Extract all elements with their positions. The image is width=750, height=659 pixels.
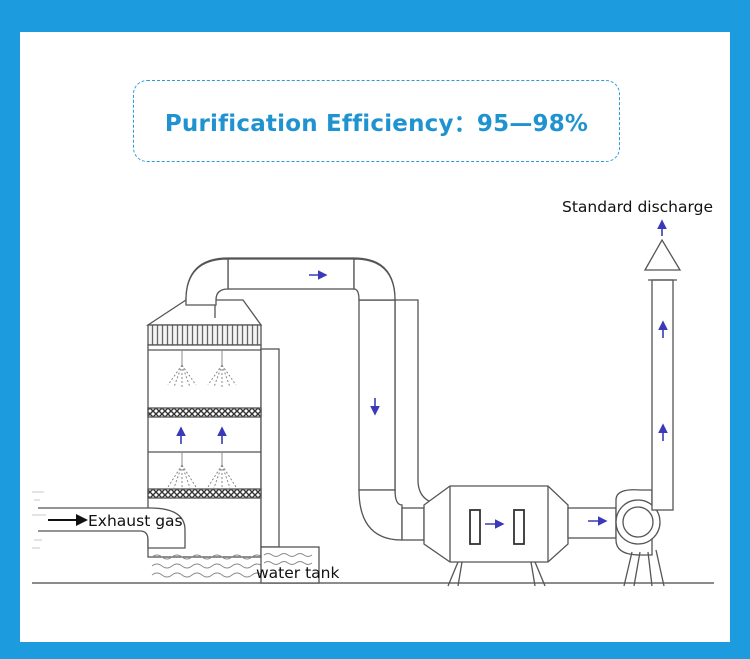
spray-nozzles-upper <box>167 350 237 388</box>
efficiency-value: 95—98% <box>476 111 589 137</box>
fan-unit <box>567 489 665 587</box>
efficiency-separator: ： <box>453 111 477 137</box>
fading-smoke <box>32 491 46 549</box>
tower-flow-arrows <box>176 426 227 444</box>
discharge-stack <box>643 238 682 511</box>
water-tank <box>260 546 320 584</box>
efficiency-label: Purification Efficiency <box>164 111 454 137</box>
water-tank-label: water tank <box>256 564 339 582</box>
spray-nozzles-lower <box>167 452 237 489</box>
standard-discharge-label: Standard discharge <box>562 198 713 216</box>
flow-arrows <box>309 219 668 529</box>
exhaust-gas-label: Exhaust gas <box>88 512 183 530</box>
efficiency-banner: Purification Efficiency：95—98% <box>133 80 620 162</box>
vertical-duct <box>358 299 403 541</box>
efficiency-title: Purification Efficiency：95—98% <box>165 104 588 138</box>
inlet-duct <box>38 507 186 549</box>
top-horizontal-duct <box>185 258 396 306</box>
